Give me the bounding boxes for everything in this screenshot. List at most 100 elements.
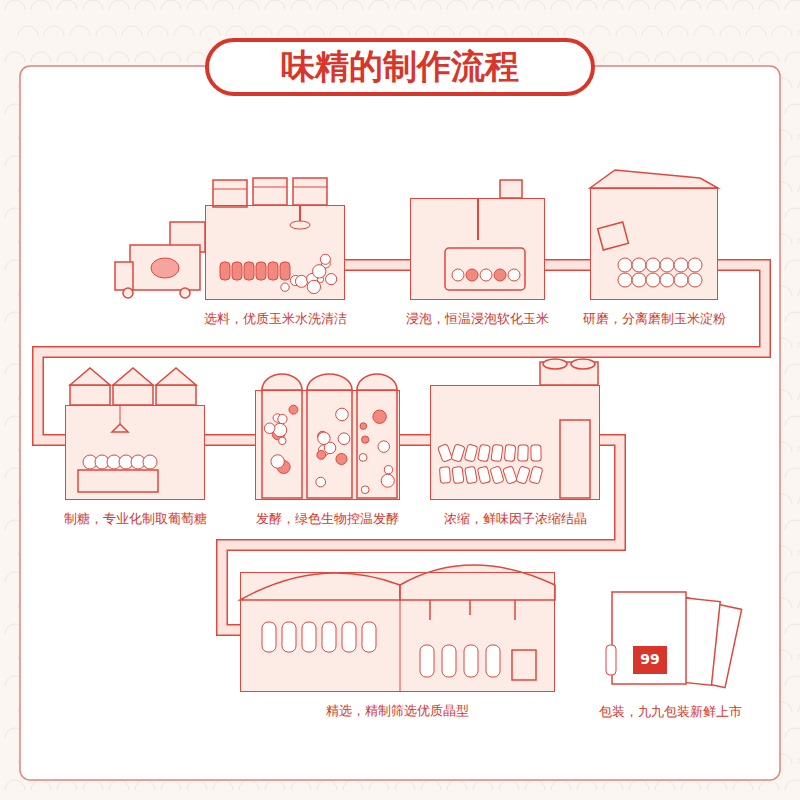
pattern-wave (798, 650, 800, 660)
pipe-outline (545, 259, 590, 271)
pattern-wave (707, 52, 727, 62)
pattern-wave (681, 52, 701, 62)
pattern-wave (798, 494, 800, 504)
table (78, 470, 158, 492)
building-fill (430, 385, 600, 500)
pattern-wave (785, 520, 800, 530)
silo (70, 385, 110, 405)
pattern-wave (226, 26, 246, 36)
pipe-outline (400, 434, 430, 446)
crystal (438, 444, 453, 462)
package-group: 包装，九九包装新鲜上市 (598, 580, 743, 692)
pattern-wave (421, 0, 441, 10)
corn-kernel (256, 262, 266, 280)
pattern-wave (746, 26, 766, 36)
corn-ball (494, 269, 506, 281)
pattern-wave (369, 0, 389, 10)
pipe-outline (205, 434, 255, 446)
silo (113, 385, 153, 405)
sugar-building: 制糖，专业化制取葡萄糖 (65, 405, 205, 500)
step-caption: 浸泡，恒温浸泡软化玉米 (406, 311, 549, 327)
pattern-wave (57, 780, 77, 790)
pattern-wave (395, 780, 415, 790)
ferment-bubble (359, 454, 367, 462)
pattern-wave (759, 780, 779, 790)
pattern-wave (668, 26, 688, 36)
building-fill (410, 198, 545, 300)
pattern-wave (200, 26, 220, 36)
pattern-wave (772, 26, 792, 36)
pattern-wave (798, 286, 800, 296)
starch-ball (632, 258, 646, 272)
truck-wheel (180, 288, 190, 298)
truck-box (130, 245, 200, 290)
building-fill (255, 390, 400, 500)
pattern-wave (785, 572, 800, 582)
pattern-wave (785, 312, 800, 322)
pattern-wave (681, 780, 701, 790)
crystal (529, 466, 543, 484)
ferment-bubble (373, 410, 386, 423)
pattern-wave (733, 0, 753, 10)
crystal (491, 444, 503, 461)
ferment-bubble (381, 474, 394, 487)
roof-line (253, 187, 287, 188)
bubble (307, 280, 320, 293)
sloped-roof (590, 170, 718, 188)
step-caption: 选料，优质玉米水洗清洁 (204, 311, 347, 327)
bubble (320, 254, 330, 264)
bubble (326, 274, 337, 285)
pattern-wave (603, 52, 623, 62)
pattern-wave (759, 0, 779, 10)
silo-roof (113, 368, 153, 385)
pattern-wave (5, 0, 25, 10)
tower-top (543, 359, 567, 369)
pattern-wave (798, 546, 800, 556)
starch-ball (674, 273, 688, 287)
ferment-bubble (271, 455, 284, 468)
grinder (598, 222, 629, 250)
pattern-wave (83, 780, 103, 790)
starch-ball (646, 273, 660, 287)
bubble (295, 275, 307, 287)
pattern-wave (655, 0, 675, 10)
starch-ball (660, 258, 674, 272)
select-building: 精选，精制筛选优质晶型 (240, 572, 555, 692)
crystal-figure (342, 622, 356, 652)
pattern-wave (785, 208, 800, 218)
ferment-bubble (378, 441, 390, 453)
pattern-wave (798, 390, 800, 400)
pattern-wave (83, 52, 103, 62)
pattern-wave (785, 260, 800, 270)
lamp-cord (120, 405, 121, 425)
pattern-wave (382, 26, 402, 36)
pattern-wave (291, 0, 311, 10)
pipe-fill (205, 436, 255, 445)
pattern-wave (733, 780, 753, 790)
pattern-wave (629, 52, 649, 62)
ferment-bubble (336, 408, 349, 421)
crystal (439, 467, 450, 484)
ferment-bubble (318, 432, 330, 444)
starch-ball (674, 258, 688, 272)
crystal (504, 445, 515, 462)
crystal (518, 445, 529, 461)
pattern-wave (798, 78, 800, 88)
pattern-wave (356, 26, 376, 36)
truck-cab (115, 262, 133, 290)
corn-figure (151, 258, 179, 278)
pattern-wave (343, 0, 363, 10)
pattern-wave (720, 26, 740, 36)
ferment-bubble (317, 450, 326, 459)
tank (262, 390, 302, 498)
building-fill (65, 405, 205, 500)
pattern-wave (278, 26, 298, 36)
pattern-wave (187, 780, 207, 790)
pattern-wave (135, 52, 155, 62)
pattern-wave (174, 26, 194, 36)
pattern-wave (551, 0, 571, 10)
pattern-wave (161, 780, 181, 790)
crystal-figure (362, 622, 376, 652)
pattern-wave (265, 780, 285, 790)
